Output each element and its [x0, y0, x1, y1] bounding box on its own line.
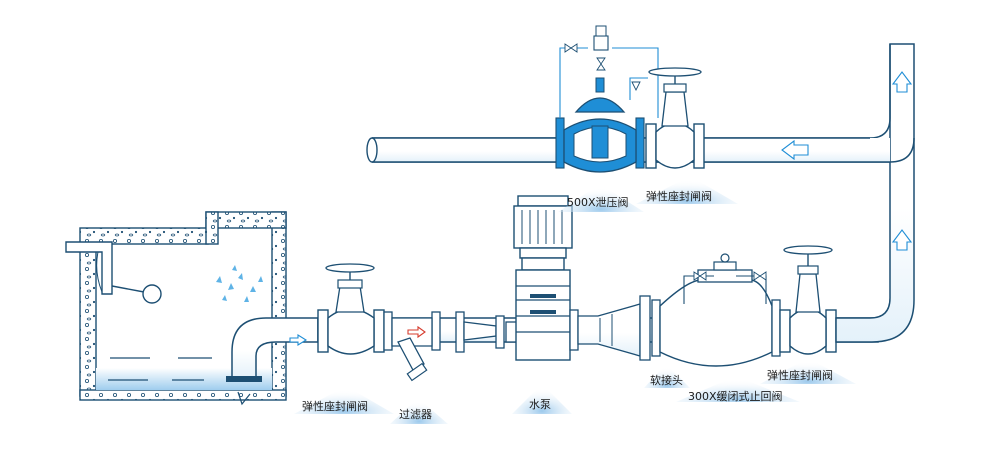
label-check-valve-text: 300X缓闭式止回阀 — [688, 389, 783, 403]
label-gate-valve-top: 弹性座封闸阀 — [636, 176, 738, 204]
gate-valve-left — [317, 263, 385, 355]
label-strainer: 过滤器 — [390, 398, 448, 424]
flow-arrow-suction — [289, 334, 308, 346]
label-relief-valve-text: 500X泄压阀 — [567, 195, 629, 209]
handwheel-icon — [783, 245, 833, 255]
label-gate-valve-right: 弹性座封闸阀 — [760, 358, 856, 384]
float-ball — [142, 284, 162, 304]
label-flex-joint: 软接头 — [644, 364, 690, 388]
label-flex-joint-text: 软接头 — [650, 373, 683, 387]
label-relief-valve: 500X泄压阀 — [558, 184, 644, 212]
flow-arrow-up-1 — [891, 71, 913, 93]
water-tank — [65, 211, 319, 406]
y-strainer — [383, 311, 441, 382]
handwheel-icon — [325, 263, 375, 273]
label-gate-valve-left-text: 弹性座封闸阀 — [302, 399, 368, 413]
water-splash — [216, 265, 263, 302]
pump-outlet-fittings — [569, 295, 661, 361]
water-body — [96, 368, 272, 390]
vertical-pump — [513, 195, 573, 361]
inlet-pipe — [65, 241, 113, 295]
label-check-valve: 300X缓闭式止回阀 — [676, 376, 800, 403]
flow-arrow-strainer — [407, 325, 426, 339]
solenoid-icon — [593, 35, 609, 51]
handwheel-icon — [648, 67, 702, 77]
relief-valve-500x — [555, 25, 659, 173]
gate-valve-top — [645, 67, 705, 169]
label-pump-text: 水泵 — [529, 398, 551, 411]
pipe-open-end — [366, 137, 378, 163]
label-pump: 水泵 — [512, 384, 572, 414]
flow-arrow-left — [781, 139, 809, 161]
label-gate-valve-top-text: 弹性座封闸阀 — [646, 189, 712, 203]
label-gate-valve-left: 弹性座封闸阀 — [294, 386, 394, 414]
check-valve-300x — [659, 253, 781, 367]
flow-arrow-up-2 — [891, 229, 913, 251]
float-arm — [111, 285, 145, 293]
gate-valve-right — [779, 245, 837, 355]
foot-valve — [226, 376, 262, 382]
label-strainer-text: 过滤器 — [399, 408, 432, 421]
pump-inlet-fittings — [455, 311, 521, 353]
label-gate-valve-right-text: 弹性座封闸阀 — [767, 368, 833, 382]
